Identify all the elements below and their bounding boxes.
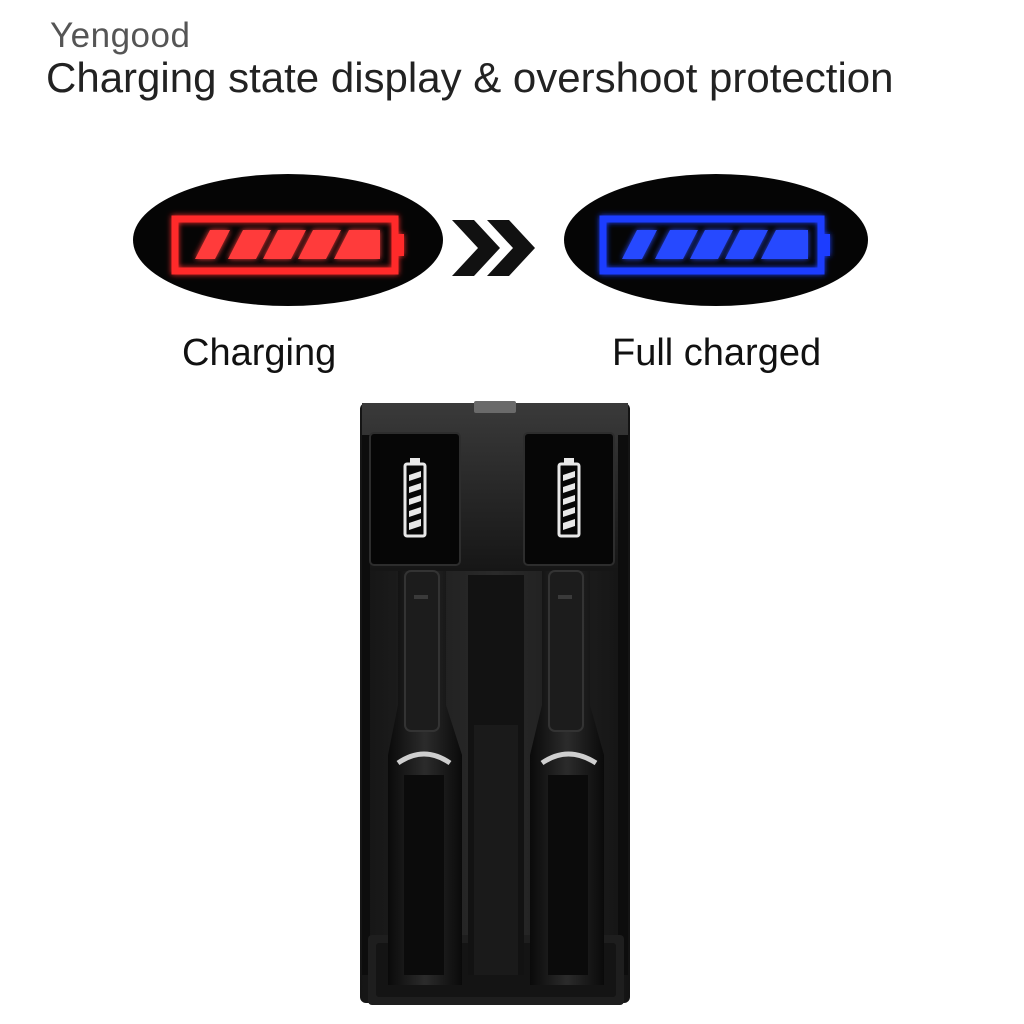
charger-photo	[360, 401, 630, 1005]
battery-slot-1	[388, 570, 462, 985]
brand-watermark: Yengood	[50, 16, 191, 55]
indicator-comparison	[133, 174, 868, 306]
battery-level-icon	[557, 458, 581, 538]
usb-port	[474, 401, 516, 413]
double-chevron-right-icon	[452, 220, 535, 276]
charging-indicator	[133, 174, 443, 306]
battery-red-icon	[171, 215, 404, 275]
slot-contact	[396, 751, 452, 766]
headline: Charging state display & overshoot prote…	[46, 54, 894, 101]
slot2-display	[523, 432, 615, 566]
slot1-display	[369, 432, 461, 566]
battery-blue-icon	[599, 215, 830, 275]
slot-contact	[540, 751, 598, 766]
charging-label: Charging	[182, 332, 337, 374]
full-charged-label: Full charged	[612, 332, 822, 374]
battery-level-icon	[403, 458, 427, 538]
full-indicator	[564, 174, 868, 306]
battery-slot-2	[530, 570, 604, 985]
